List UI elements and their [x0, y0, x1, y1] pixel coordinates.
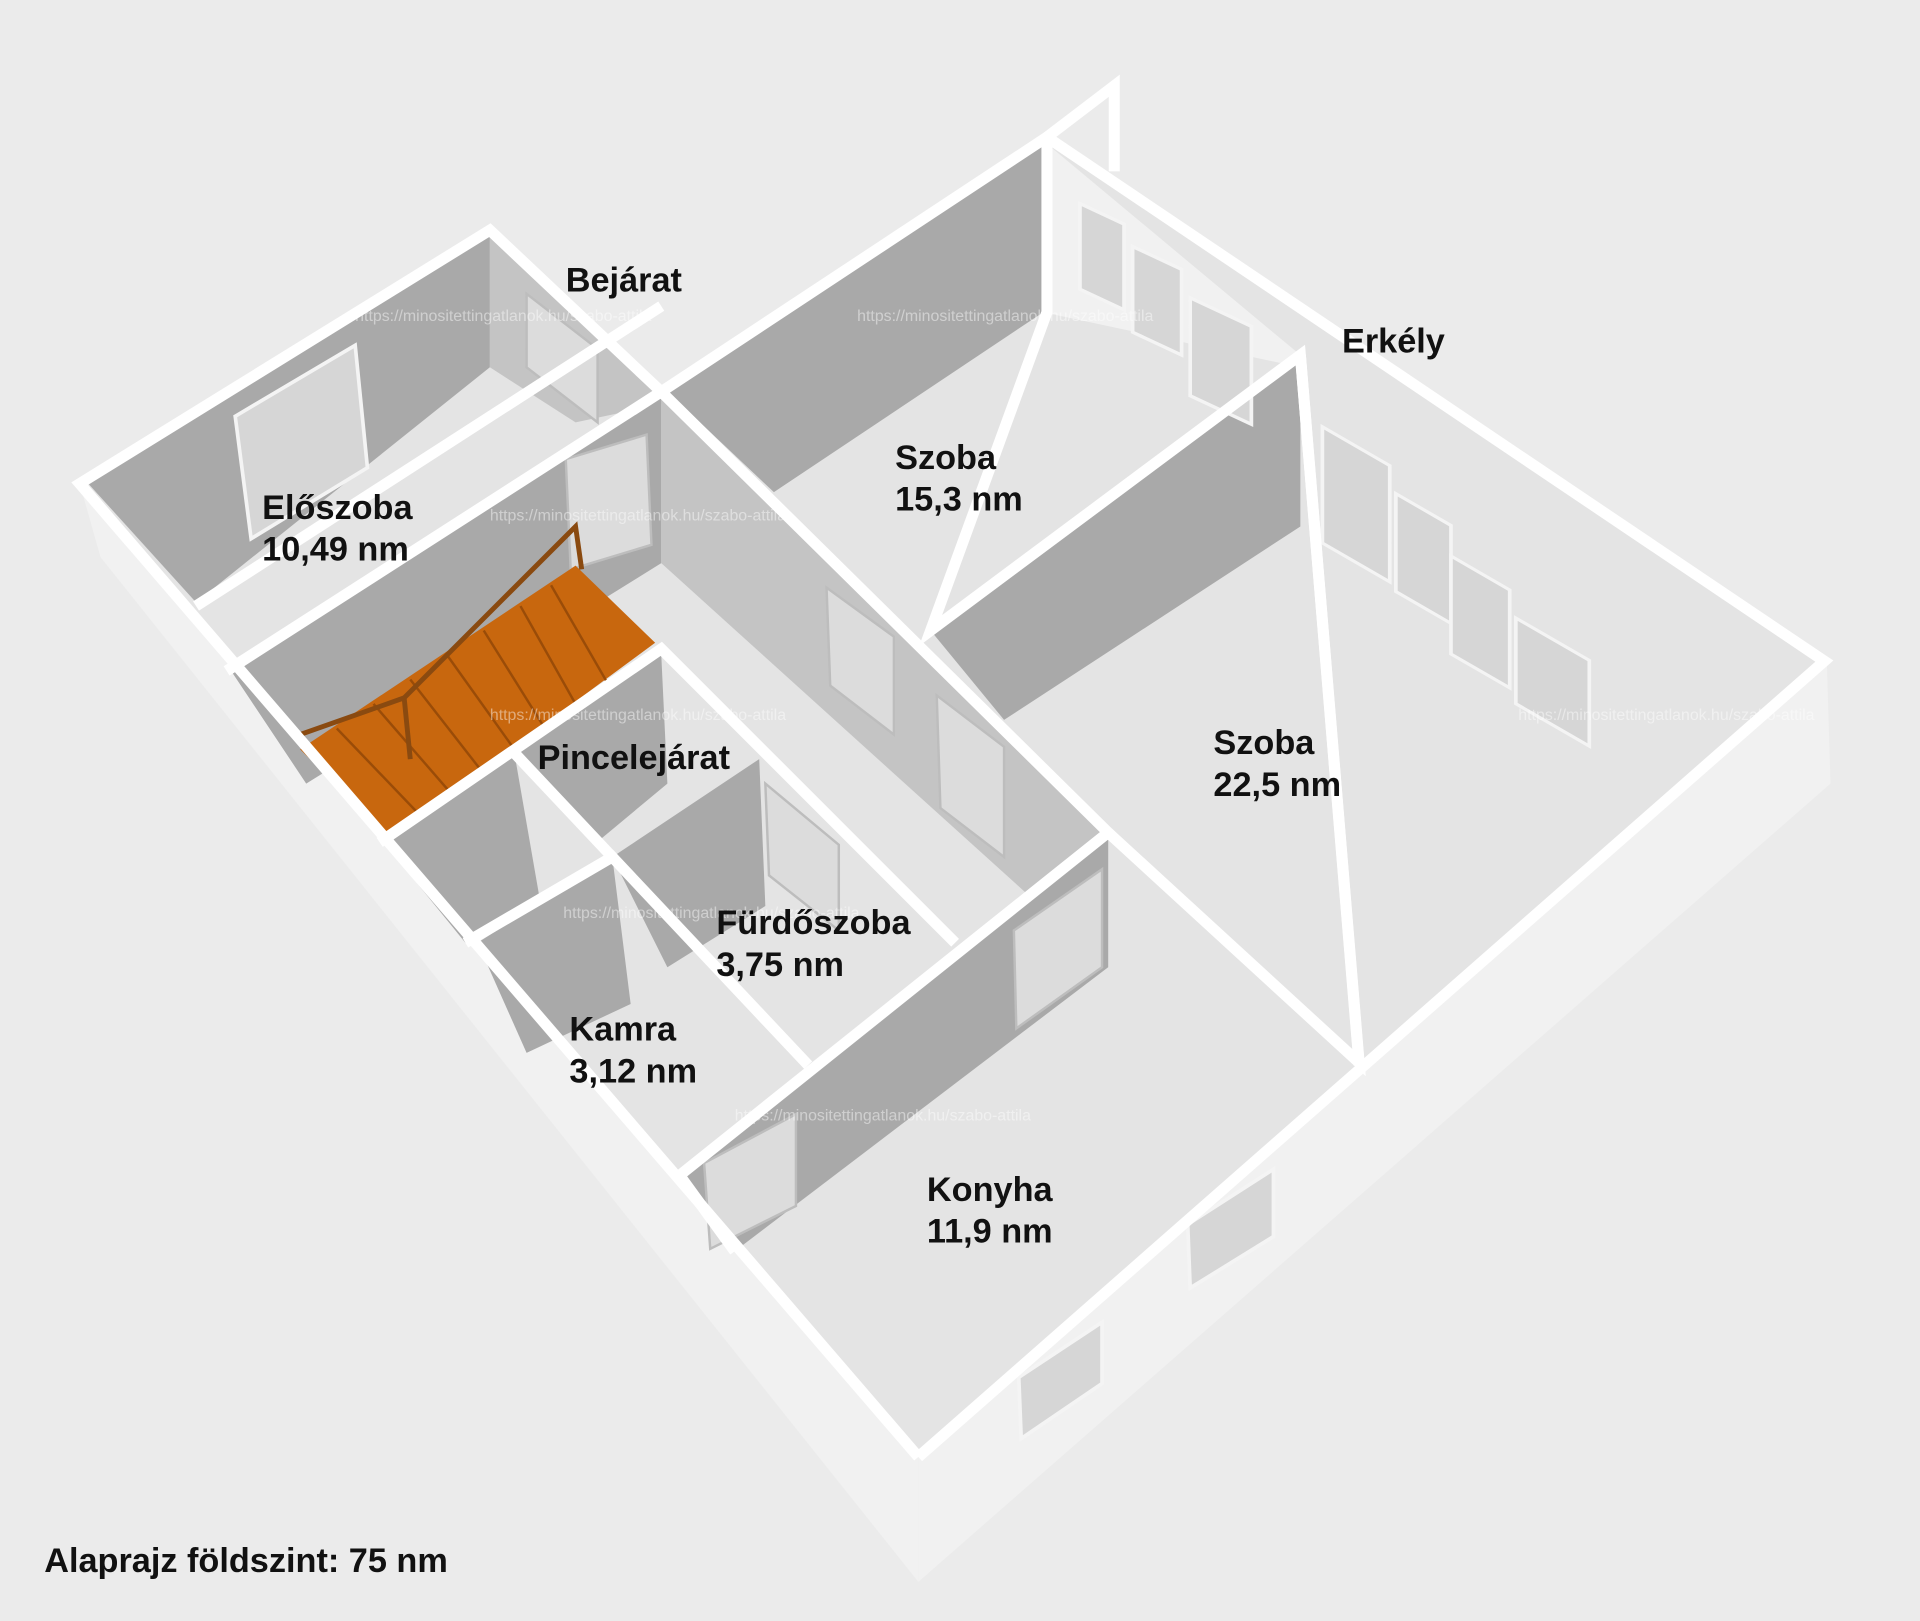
wall-szoba2-back	[930, 361, 1301, 720]
room-area-kamra: 3,12 nm	[569, 1052, 697, 1090]
room-area-szoba-2: 22,5 nm	[1213, 766, 1341, 804]
room-area-eloszoba: 10,49 nm	[262, 531, 409, 569]
room-name-pincelejarat: Pincelejárat	[538, 739, 730, 777]
watermark: https://minositettingatlanok.hu/szabo-at…	[735, 1107, 1031, 1124]
door-entrance	[525, 291, 599, 425]
room-area-szoba-1: 15,3 nm	[895, 481, 1023, 519]
stairs	[300, 565, 656, 839]
window-kitchen-a	[1185, 1165, 1276, 1292]
room-name-eloszoba: Előszoba	[262, 489, 413, 527]
window-szoba2-c	[1449, 553, 1512, 691]
room-area-furdoszoba: 3,75 nm	[716, 946, 844, 984]
door-kitchen	[1012, 866, 1104, 1031]
label-entrance: Bejárat	[566, 261, 682, 299]
wall-tops-inner-4	[1104, 354, 1366, 1077]
window-szoba1-a	[1078, 200, 1126, 313]
wall-balcony-face	[1043, 140, 1301, 368]
wall-tops-inner-1	[193, 301, 665, 611]
wall-tops-inner-7	[510, 749, 617, 861]
window-szoba1-b	[1130, 243, 1184, 358]
wall-entrance-side	[489, 232, 662, 423]
stair-railing-inner	[401, 697, 413, 760]
stair-railing	[299, 521, 585, 737]
watermark: https://minositettingatlanok.hu/szabo-at…	[355, 308, 651, 325]
label-balcony: Erkély	[1342, 323, 1445, 361]
window-kitchen-b	[1016, 1318, 1104, 1442]
wall-kamra-back	[477, 857, 631, 1053]
wall-pince	[514, 655, 668, 845]
wall-tops-inner-2	[223, 384, 1117, 1255]
wall-bath-back	[612, 759, 766, 968]
exterior-wall-right	[918, 661, 1831, 1582]
wall-tops-balcony	[1043, 74, 1120, 172]
watermark: https://minositettingatlanok.hu/szabo-at…	[1518, 707, 1814, 724]
door-bathroom	[763, 780, 841, 934]
room-name-szoba-1: Szoba	[895, 439, 997, 477]
watermark: https://minositettingatlanok.hu/szabo-at…	[490, 707, 786, 724]
watermark: https://minositettingatlanok.hu/szabo-at…	[857, 308, 1153, 325]
wall-storage-left	[385, 752, 539, 943]
floor-plan-caption: Alaprajz földszint: 75 nm	[44, 1542, 448, 1580]
room-area-konyha: 11,9 nm	[927, 1213, 1053, 1251]
window-eloszoba	[233, 342, 370, 542]
watermark: https://minositettingatlanok.hu/szabo-at…	[563, 905, 859, 922]
stair-steps	[335, 584, 608, 819]
room-name-furdoszoba: Fürdőszoba	[716, 904, 911, 942]
room-name-szoba-2: Szoba	[1213, 724, 1315, 762]
window-szoba2-a	[1320, 423, 1392, 585]
watermark: https://minositettingatlanok.hu/szabo-at…	[490, 507, 786, 524]
window-szoba2-d	[1514, 615, 1592, 749]
room-name-konyha: Konyha	[927, 1171, 1054, 1209]
wall-szoba1-back	[667, 140, 1044, 493]
door-szoba2	[935, 692, 1006, 860]
door-szoba1	[825, 585, 896, 738]
wall-tops-inner-5	[376, 641, 959, 947]
wall-stair-back	[232, 391, 662, 784]
room-name-kamra: Kamra	[569, 1011, 677, 1049]
